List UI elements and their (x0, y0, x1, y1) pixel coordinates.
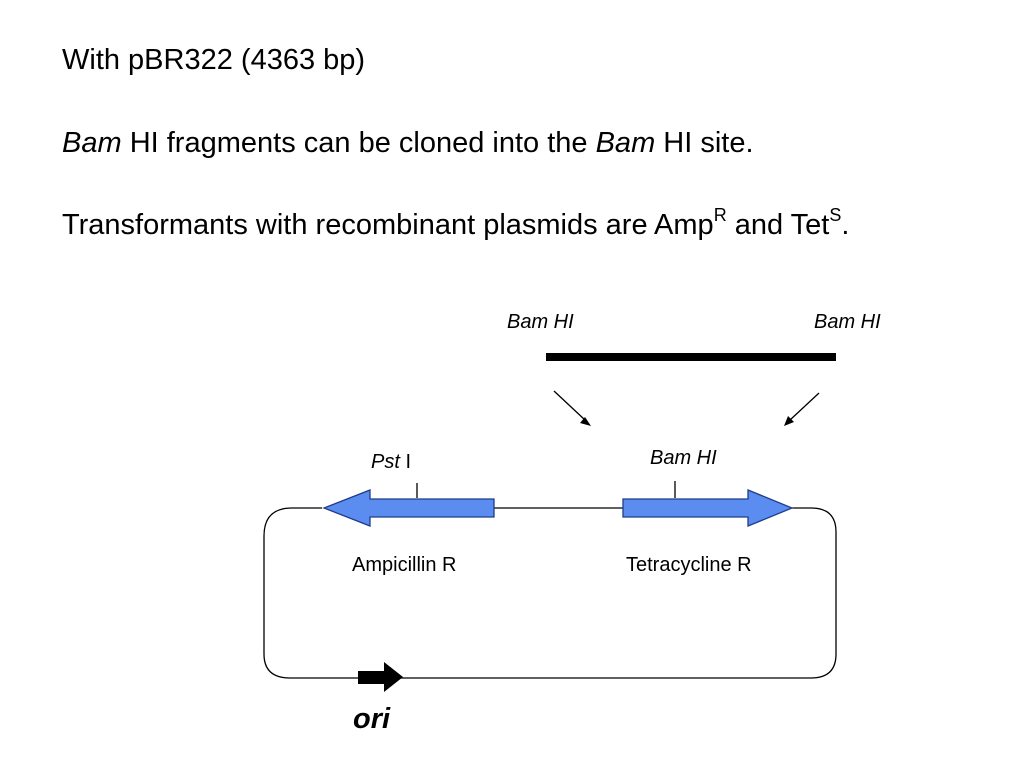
bam-italic-1: Bam (62, 127, 122, 159)
transformants-text-3: . (841, 209, 850, 241)
ampicillin-gene-arrow (322, 489, 495, 527)
bam-italic-2: Bam (595, 127, 656, 159)
transformants-sentence: Transformants with recombinant plasmids … (62, 206, 850, 241)
transformants-text-1: Transformants with recombinant plasmids … (62, 209, 714, 241)
transformants-text-2: and Tet (726, 209, 830, 241)
insertion-arrow-right (784, 392, 820, 426)
tetracycline-label: Tetracycline R (626, 554, 752, 576)
tet-bam-site-label: Bam HI (650, 447, 717, 469)
amp-superscript: R (713, 205, 727, 225)
plasmid-loop (263, 507, 837, 679)
pst-site-label: Pst I (371, 451, 411, 473)
ori-label: ori (353, 703, 391, 735)
tetracycline-gene-arrow (622, 489, 794, 527)
tet-superscript: S (829, 205, 842, 225)
insert-right-site-label: Bam HI (814, 311, 881, 333)
ampicillin-label: Ampicillin R (352, 554, 456, 576)
insert-fragment-bar (546, 353, 836, 361)
cloning-text-1: HI fragments can be cloned into the (121, 127, 596, 159)
title-line: With pBR322 (4363 bp) (62, 44, 366, 76)
cloning-sentence: Bam HI fragments can be cloned into the … (62, 129, 754, 158)
insertion-arrow-left (553, 390, 591, 426)
ori-arrow (358, 662, 403, 692)
insert-left-site-label: Bam HI (507, 311, 574, 333)
cloning-text-2: HI site. (655, 127, 754, 159)
